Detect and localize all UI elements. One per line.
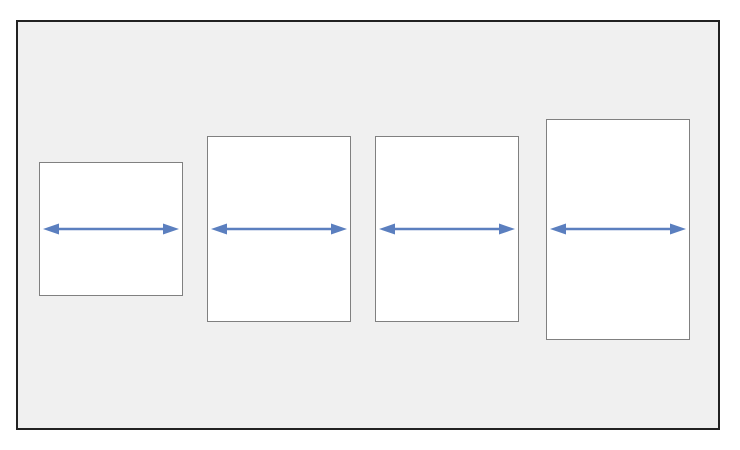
arrow-head-right (499, 223, 515, 235)
panel-4 (546, 119, 690, 340)
double-arrow-icon (379, 223, 515, 235)
double-arrow-icon (550, 223, 686, 235)
panel-3 (375, 136, 519, 322)
arrow-head-left (43, 223, 59, 235)
panel-1 (39, 162, 183, 296)
arrow-head-left (211, 223, 227, 235)
arrow-head-right (331, 223, 347, 235)
arrow-head-left (550, 223, 566, 235)
arrow-head-right (670, 223, 686, 235)
panel-2 (207, 136, 351, 322)
diagram-canvas (16, 20, 720, 430)
arrow-head-right (163, 223, 179, 235)
double-arrow-icon (211, 223, 347, 235)
arrow-head-left (379, 223, 395, 235)
double-arrow-icon (43, 223, 179, 235)
